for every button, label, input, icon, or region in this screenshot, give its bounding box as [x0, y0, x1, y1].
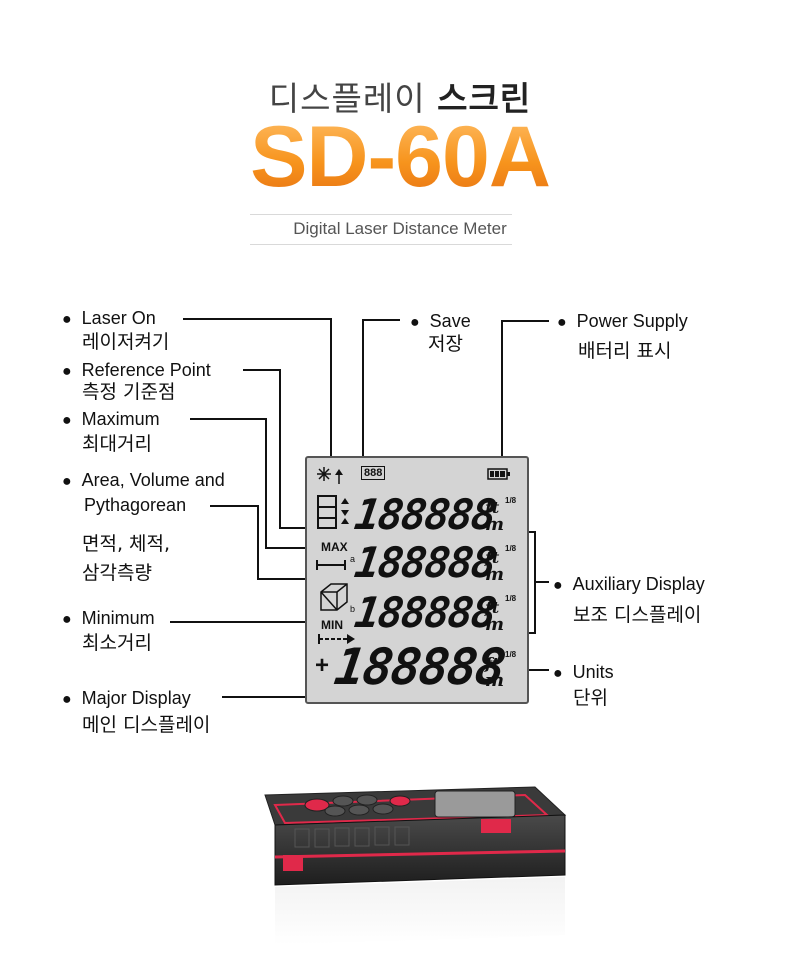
volume-icon	[320, 583, 348, 611]
label-laser-on-en: Laser On	[81, 308, 156, 328]
memory-indicator: 888	[361, 466, 386, 480]
label-laser-on-ko: 레이저켜기	[82, 331, 170, 353]
min-indicator: MIN	[321, 618, 343, 632]
unit-m-2: m	[485, 564, 505, 585]
label-area: ●Area, Volume and	[62, 470, 225, 490]
label-units-en: Units	[572, 662, 614, 682]
label-area-ko2: 삼각측량	[82, 562, 152, 584]
label-save-en: Save	[429, 311, 471, 331]
label-auxiliary-display-ko: 보조 디스플레이	[573, 604, 702, 626]
unit-m-1: m	[485, 514, 505, 535]
label-units: ●Units	[553, 662, 614, 682]
battery-icon	[487, 468, 510, 480]
label-save: ●Save	[410, 311, 471, 331]
leader-power-supply	[501, 320, 549, 458]
unit-ft-2: ft	[485, 548, 500, 567]
label-major-display: ●Major Display	[62, 688, 191, 708]
title-bold: 스크린	[437, 79, 532, 118]
label-power-supply: ●Power Supply	[557, 311, 688, 331]
label-maximum-ko: 최대거리	[82, 433, 152, 455]
device-image	[264, 786, 567, 945]
arrow-icon	[318, 634, 355, 644]
aux-display-1: 188888	[351, 490, 499, 539]
unit-inch-3: 1/8	[505, 594, 517, 603]
a-indicator: a	[350, 554, 356, 564]
unit-m-main: m	[485, 670, 505, 691]
plus-sign: +	[315, 652, 330, 679]
model-name: SD-60A	[0, 108, 800, 207]
label-minimum: ●Minimum	[62, 608, 155, 628]
label-power-supply-en: Power Supply	[576, 311, 688, 331]
unit-ft-3: ft	[485, 598, 500, 617]
divider	[250, 214, 512, 215]
unit-m-3: m	[485, 614, 505, 635]
label-units-ko: 단위	[573, 687, 608, 709]
label-area-ko1: 면적, 체적,	[82, 533, 171, 555]
subtitle: Digital Laser Distance Meter	[293, 219, 507, 238]
main-display: 188888	[330, 638, 508, 696]
label-minimum-ko: 최소거리	[82, 632, 152, 654]
label-auxiliary-display: ●Auxiliary Display	[553, 574, 705, 594]
leader-maximum	[190, 418, 306, 549]
label-area-en2: Pythagorean	[84, 495, 187, 515]
unit-ft-1: ft	[485, 498, 500, 517]
label-maximum-en: Maximum	[81, 409, 160, 429]
laser-icon	[317, 467, 343, 484]
label-major-display-ko: 메인 디스플레이	[82, 714, 211, 736]
divider	[250, 244, 512, 245]
length-icon	[316, 560, 346, 570]
b-indicator: b	[350, 604, 356, 614]
label-reference-point-ko: 측정 기준점	[82, 381, 176, 403]
aux-display-3: 188888	[351, 588, 499, 637]
leader-reference-point	[243, 369, 306, 529]
unit-inch-2: 1/8	[505, 544, 517, 553]
label-save-ko: 저장	[428, 333, 463, 355]
label-laser-on: ●Laser On	[62, 308, 156, 328]
leader-save	[362, 319, 400, 458]
label-reference-point-en: Reference Point	[81, 360, 211, 380]
label-maximum: ●Maximum	[62, 409, 160, 429]
aux-display-2: 188888	[351, 538, 499, 587]
label-auxiliary-display-en: Auxiliary Display	[572, 574, 705, 594]
max-indicator: MAX	[321, 540, 348, 554]
label-area-en1: Area, Volume and	[81, 470, 225, 490]
title-light: 디스플레이	[268, 79, 426, 118]
label-minimum-en: Minimum	[81, 608, 155, 628]
label-reference-point: ●Reference Point	[62, 360, 211, 380]
page-title: 디스플레이 스크린	[0, 72, 800, 120]
unit-ft-main: ft	[485, 654, 500, 673]
reference-point-icon	[317, 495, 349, 529]
label-major-display-en: Major Display	[81, 688, 191, 708]
label-power-supply-ko: 배터리 표시	[578, 340, 672, 362]
unit-inch-main: 1/8	[505, 650, 517, 659]
unit-inch-1: 1/8	[505, 496, 517, 505]
leader-laser-on	[183, 318, 332, 458]
lcd-display: 888 188888 ft m 1/8 MAX a 188888 ft m 1/…	[305, 456, 529, 704]
leader-area	[210, 505, 306, 580]
